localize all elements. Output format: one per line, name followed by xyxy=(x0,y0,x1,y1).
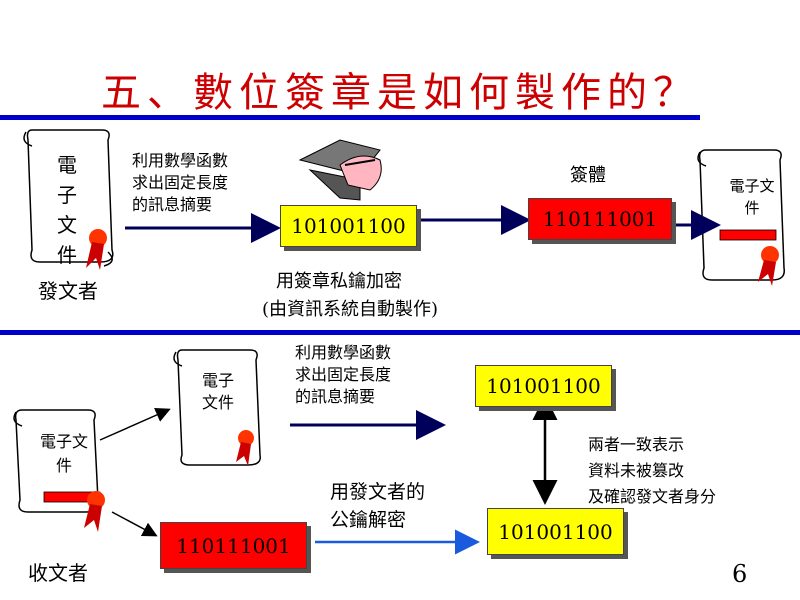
received-document-scroll-icon xyxy=(13,409,105,532)
decrypt-description: 用發文者的 公鑰解密 xyxy=(330,481,426,531)
compare-description: 兩者一致表示 資料未被篡改 及確認發文者身分 xyxy=(588,435,717,506)
message-digest-box: 101001100 xyxy=(280,205,417,247)
decrypted-digest-box: 101001100 xyxy=(487,508,624,555)
split-document-arrow xyxy=(99,407,171,441)
encrypt-description: 用簽章私鑰加密 (由資訊系統自動製作) xyxy=(262,271,439,320)
document-label: 電子文件 xyxy=(201,371,234,412)
signed-document-label: 電子文件 xyxy=(729,177,775,217)
top-divider xyxy=(0,115,700,120)
received-signature-box: 110111001 xyxy=(160,522,307,569)
document-scroll-icon xyxy=(173,349,261,466)
sender-label: 發文者 xyxy=(38,279,98,303)
received-document-label: 電子文件 xyxy=(40,432,89,475)
signature-label: 簽體 xyxy=(570,165,606,186)
sender-document-label: 電子文件 xyxy=(57,153,77,267)
computed-digest-box: 101001100 xyxy=(475,365,612,407)
receiver-label: 收文者 xyxy=(28,561,88,585)
hash-description-bottom: 利用數學函數 求出固定長度 的訊息摘要 xyxy=(295,343,392,406)
split-signature-arrow xyxy=(111,511,158,537)
page-title: 五、數位簽章是如何製作的？ xyxy=(101,70,699,116)
hash-description: 利用數學函數 求出固定長度 的訊息摘要 xyxy=(132,151,229,214)
middle-divider xyxy=(0,330,800,335)
page-number: 6 xyxy=(732,560,748,588)
hand-stamp-icon xyxy=(298,139,382,201)
signature-box: 110111001 xyxy=(528,198,672,240)
signed-document-scroll-icon xyxy=(697,149,785,286)
sender-document-scroll-icon xyxy=(23,129,114,270)
